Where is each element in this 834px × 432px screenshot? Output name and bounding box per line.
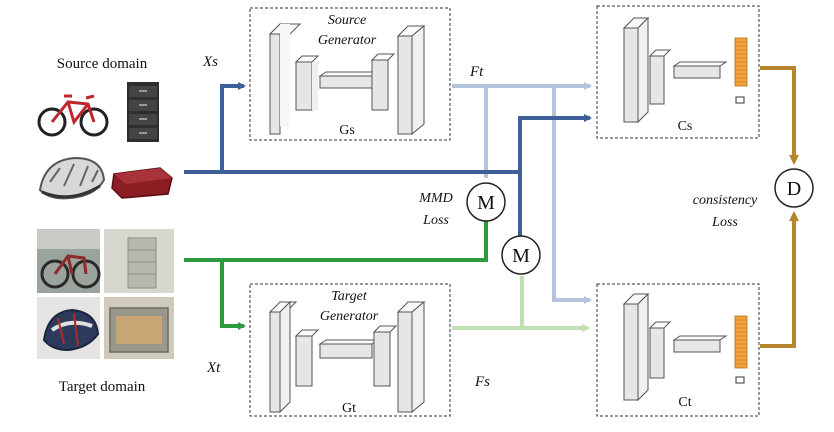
bicycle-icon bbox=[37, 94, 109, 137]
svg-text:M: M bbox=[512, 245, 530, 267]
target-domain-label: Target domain bbox=[59, 379, 146, 395]
tray-icon bbox=[111, 167, 173, 199]
target-generator-network bbox=[268, 300, 426, 414]
source-generator-title-2: Generator bbox=[318, 33, 377, 48]
mmd-loss-label-2: Loss bbox=[422, 213, 449, 228]
source-generator-short: Gs bbox=[339, 123, 355, 138]
source-generator-title-1: Source bbox=[328, 13, 366, 28]
source-classifier-output bbox=[734, 37, 748, 104]
target-generator-title-1: Target bbox=[331, 289, 368, 304]
fs-label: Fs bbox=[474, 374, 490, 390]
xt-label: Xt bbox=[206, 360, 221, 376]
ft-label: Ft bbox=[469, 64, 484, 80]
target-classifier-box bbox=[596, 283, 760, 417]
xs-label: Xs bbox=[202, 54, 218, 70]
helmet-icon bbox=[38, 156, 106, 200]
fs-feature-path bbox=[452, 276, 590, 332]
target-classifier-output bbox=[734, 315, 748, 384]
consistency-loss-label-2: Loss bbox=[711, 215, 738, 230]
svg-text:M: M bbox=[477, 192, 495, 214]
bicycle-photo-icon bbox=[37, 229, 101, 293]
target-path bbox=[184, 220, 488, 330]
source-classifier-network bbox=[622, 16, 728, 124]
svg-text:D: D bbox=[787, 178, 801, 200]
source-generator-network bbox=[268, 22, 426, 136]
mmd-node-top: M bbox=[466, 182, 506, 222]
tray-photo-icon bbox=[104, 297, 174, 359]
source-classifier-short: Cs bbox=[678, 119, 693, 134]
file-cabinet-icon bbox=[127, 82, 159, 142]
consistency-loss-label-1: consistency bbox=[693, 193, 758, 208]
target-classifier-network bbox=[622, 292, 728, 402]
source-domain-label: Source domain bbox=[57, 56, 148, 72]
ft-feature-path bbox=[452, 82, 592, 304]
target-generator-box bbox=[249, 283, 451, 417]
discriminator-node: D bbox=[774, 168, 814, 208]
source-classifier-box bbox=[596, 5, 760, 139]
target-classifier-short: Ct bbox=[678, 395, 691, 410]
mmd-node-bottom: M bbox=[501, 235, 541, 275]
helmet-photo-icon bbox=[37, 297, 100, 359]
cabinet-photo-icon bbox=[104, 229, 174, 293]
source-generator-box bbox=[249, 7, 451, 141]
target-generator-short: Gt bbox=[342, 401, 356, 416]
source-path bbox=[184, 82, 592, 236]
target-generator-title-2: Generator bbox=[320, 309, 379, 324]
mmd-loss-label-1: MMD bbox=[418, 191, 452, 206]
consistency-path bbox=[760, 66, 799, 348]
